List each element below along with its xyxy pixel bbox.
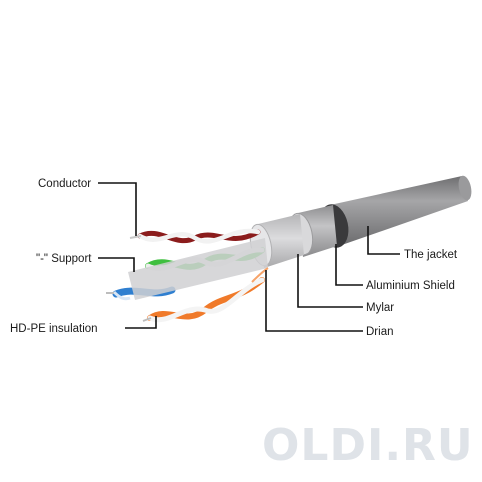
jacket-label: The jacket [404, 249, 458, 261]
twisted-pairs [106, 228, 269, 323]
mylar-leader [297, 254, 363, 308]
support-leader [98, 257, 135, 272]
leader-lines [98, 182, 400, 332]
shield-label: Aluminium Shield [366, 280, 455, 292]
orange-pair [142, 277, 265, 323]
drain-wire [251, 267, 269, 283]
labels: Conductor "-" Support HD-PE insulation T… [10, 178, 458, 338]
mylar-label: Mylar [366, 302, 394, 314]
support-label: "-" Support [36, 253, 92, 265]
insulation-label: HD-PE insulation [10, 323, 98, 335]
watermark-logo: OLDI.RU [262, 420, 474, 471]
drain-leader [265, 270, 363, 332]
support-separator [128, 238, 268, 300]
conductor-label: Conductor [38, 178, 91, 190]
drain-label: Drian [366, 326, 393, 338]
conductor-leader [98, 182, 137, 236]
jacket-end-cap [458, 175, 472, 201]
jacket-leader [367, 226, 400, 255]
brown-pair [129, 228, 261, 244]
jacket-layer [330, 176, 468, 247]
shield-leader [335, 244, 363, 286]
insulation-leader [125, 316, 157, 329]
